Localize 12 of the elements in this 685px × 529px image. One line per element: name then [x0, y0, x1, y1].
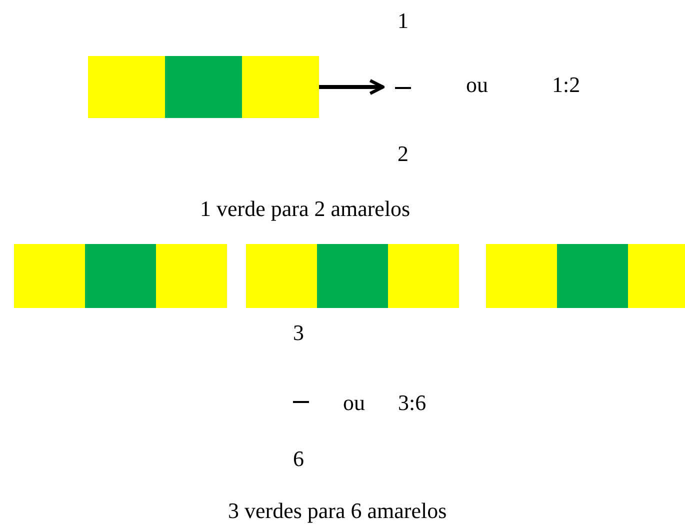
- text-label: 3: [293, 322, 304, 344]
- denominator: 2: [398, 143, 408, 165]
- text-label: 1 verde para 2 amarelos: [200, 198, 410, 220]
- color-strip-drawing: [88, 56, 319, 118]
- text-label: 3:6: [398, 392, 426, 414]
- text-label: ou: [466, 74, 488, 96]
- text-label: 6: [293, 448, 304, 470]
- text-label: 1:2: [552, 74, 580, 96]
- text-label: 3 verdes para 6 amarelos: [228, 500, 447, 522]
- text-label: ou: [343, 392, 365, 414]
- arrow: [319, 79, 385, 95]
- numerator: 1: [398, 10, 408, 32]
